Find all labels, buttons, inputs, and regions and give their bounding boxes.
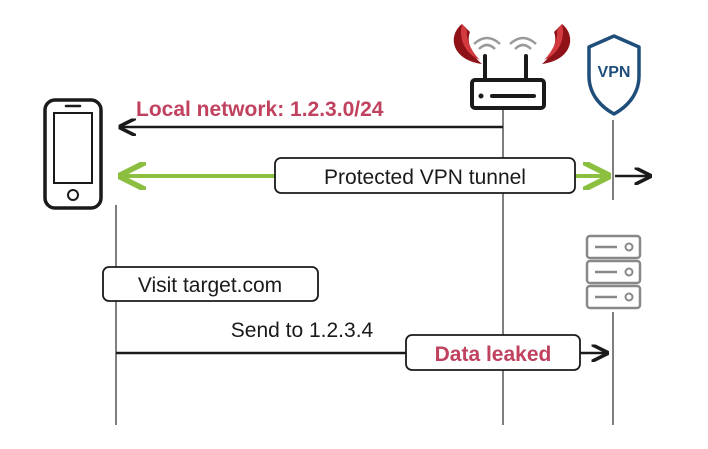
- vpn-badge-text: VPN: [598, 64, 631, 81]
- server-icon: [585, 234, 642, 310]
- send-to-label: Send to 1.2.3.4: [231, 319, 374, 342]
- smartphone-icon: [43, 98, 103, 210]
- vpn-tunnel-label: Protected VPN tunnel: [324, 166, 526, 189]
- visit-label: Visit target.com: [138, 274, 282, 297]
- data-leaked-box: [405, 334, 581, 371]
- visit-box: [102, 266, 319, 302]
- vpn-shield-icon: VPN: [587, 34, 641, 116]
- local-network-label: Local network: 1.2.3.0/24: [136, 98, 384, 121]
- vpn-tunnel-box: [274, 157, 576, 194]
- data-leaked-label: Data leaked: [435, 343, 552, 366]
- malicious-router-icon: [453, 24, 571, 110]
